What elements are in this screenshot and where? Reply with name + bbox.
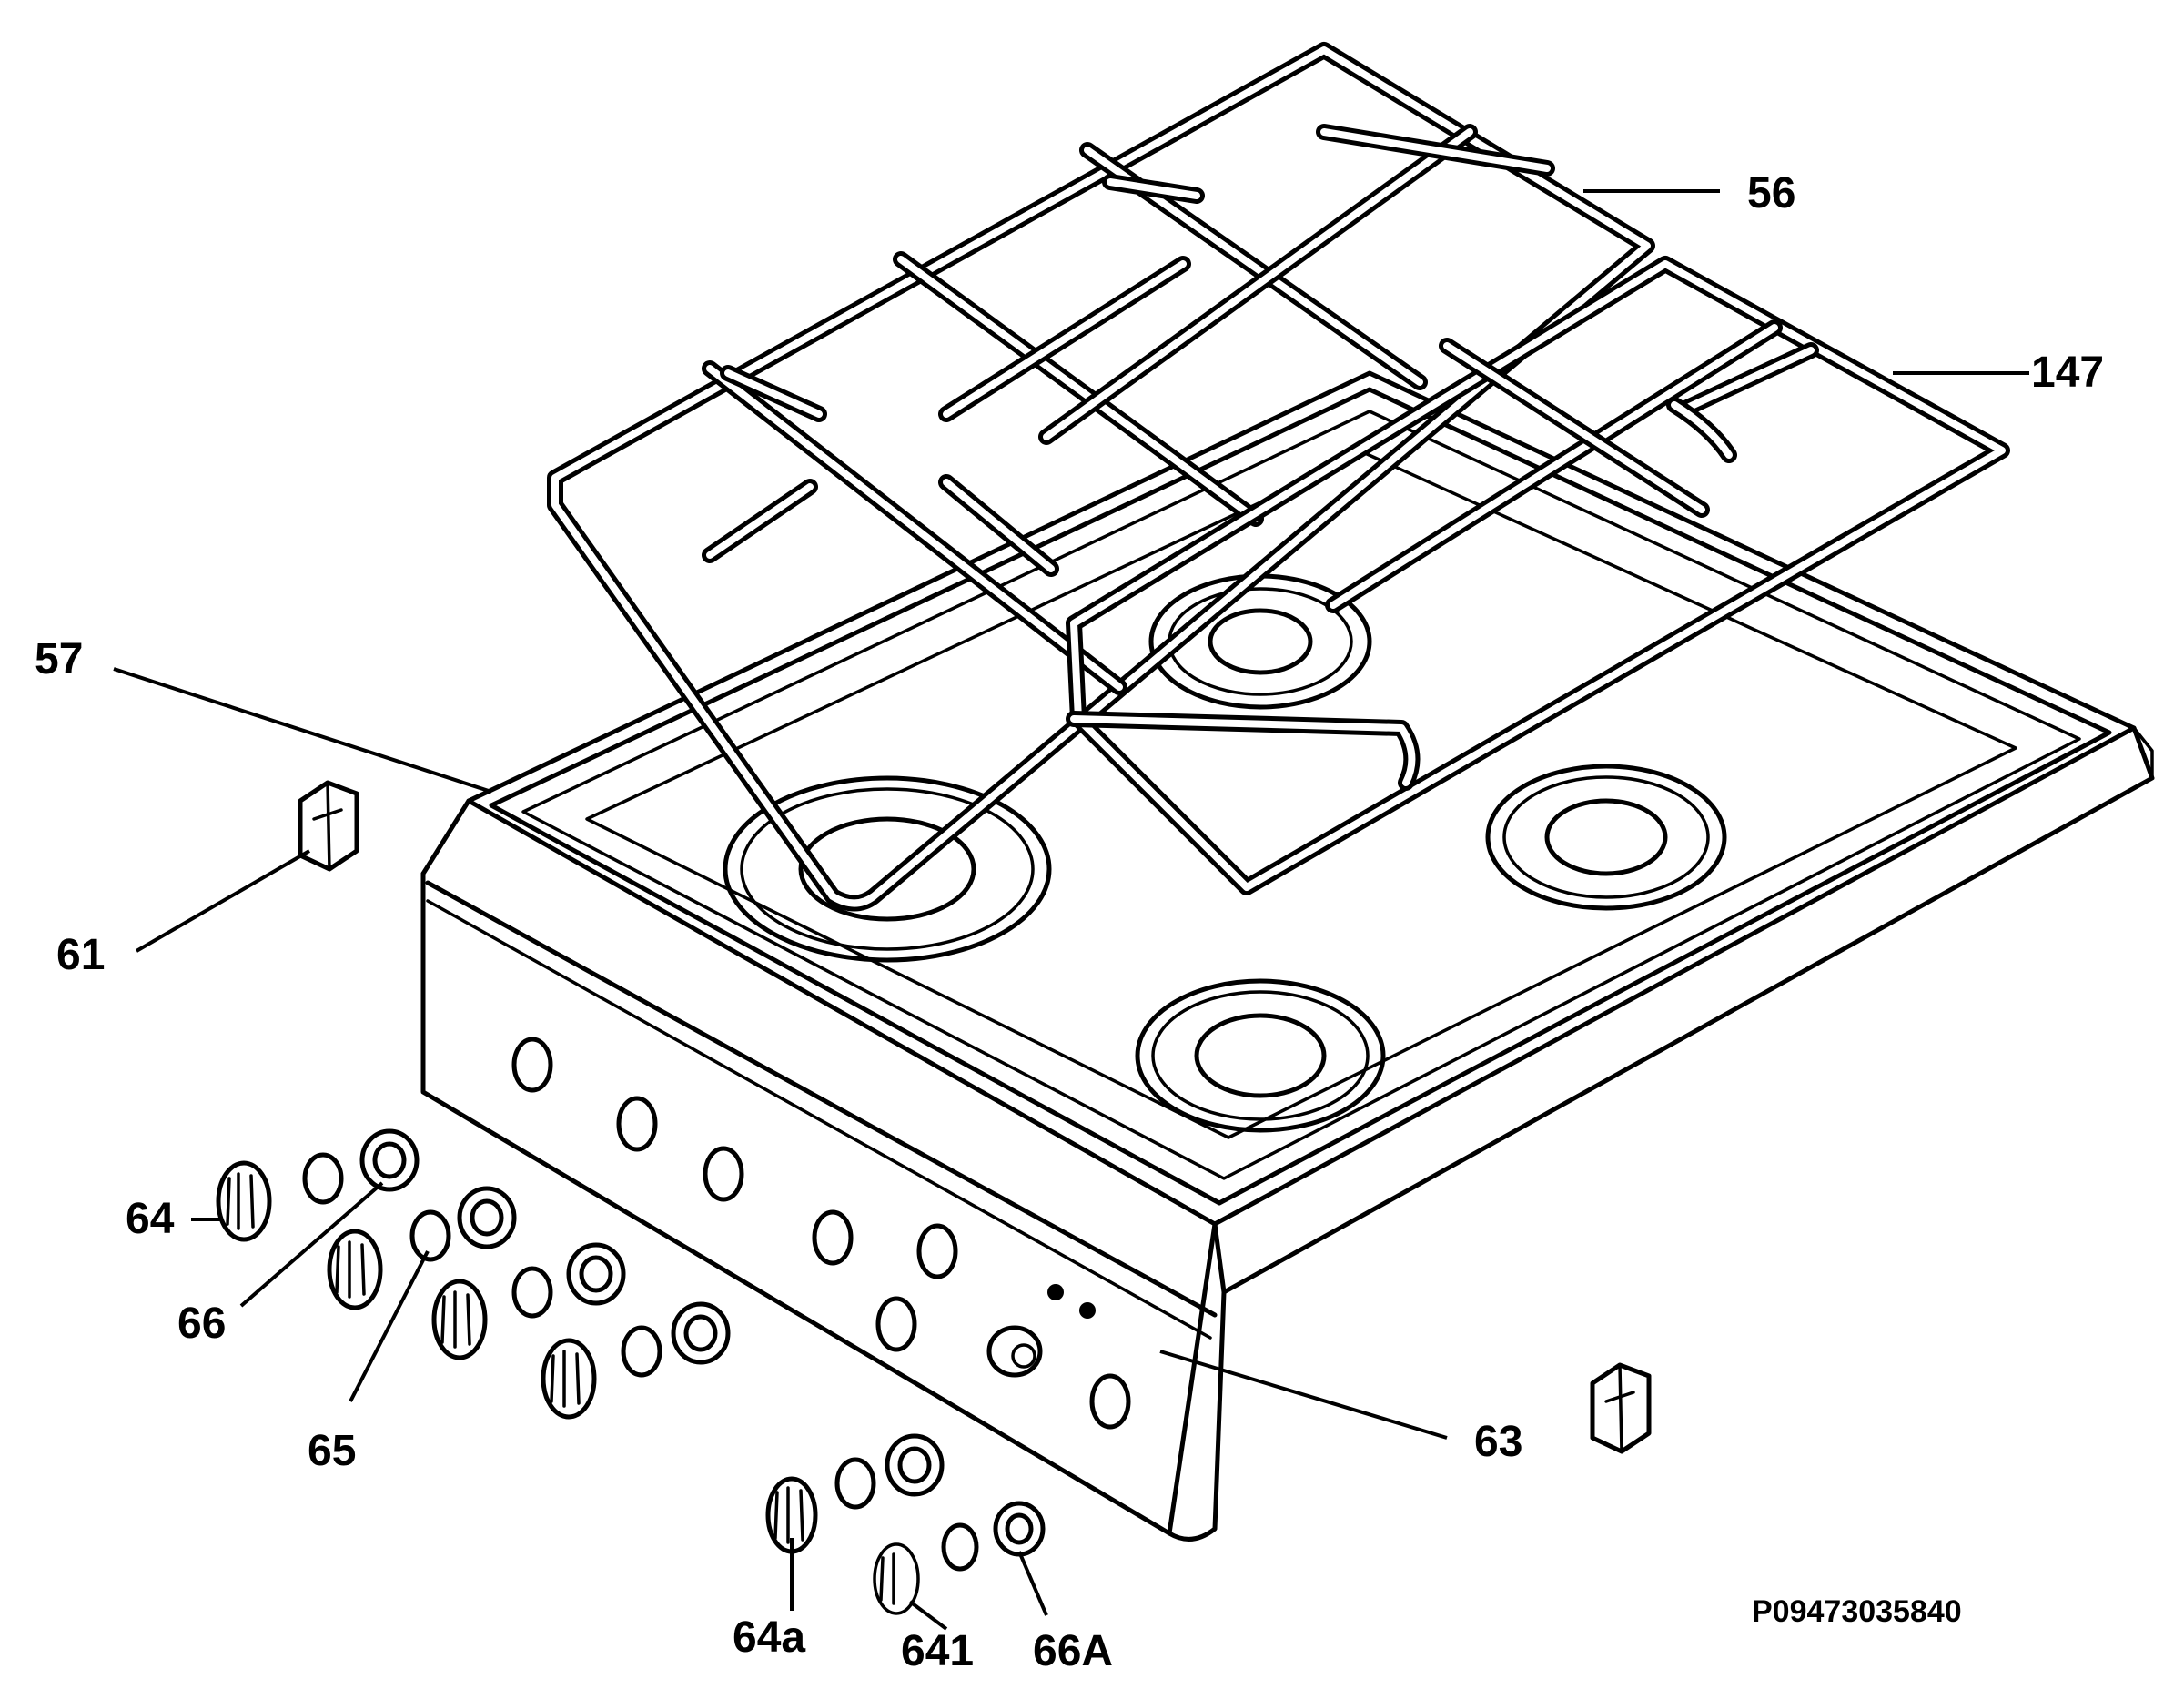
burner-front-left [723, 775, 1052, 963]
pan-support-147 [1066, 256, 2010, 895]
burner-front-center [1135, 978, 1386, 1133]
clip-61-left [298, 780, 359, 872]
drawing-code: P09473035840 [1752, 1594, 1962, 1629]
burner-right [1485, 764, 1727, 911]
knob-set-2 [327, 1186, 517, 1310]
knob-set-4 [541, 1301, 731, 1420]
label-64: 64 [126, 1195, 175, 1243]
control-panel-holes [511, 1037, 1131, 1430]
label-66A: 66A [1033, 1627, 1113, 1675]
burners [723, 573, 1727, 1133]
label-147: 147 [2031, 349, 2104, 397]
label-64a: 64a [733, 1613, 805, 1662]
knob-set-3 [431, 1242, 626, 1360]
leader-lines [113, 189, 2029, 1631]
knob-set-6 [873, 1501, 1046, 1615]
label-57: 57 [35, 635, 83, 683]
knob-set-5 [765, 1433, 945, 1554]
part-labels: 56 147 57 61 63 64 66 65 64a 641 66A P09… [35, 169, 2104, 1675]
knob-set-1 [216, 1128, 420, 1242]
label-56: 56 [1747, 169, 1795, 217]
label-66: 66 [177, 1300, 226, 1348]
label-65: 65 [308, 1427, 356, 1475]
label-61: 61 [56, 931, 105, 979]
label-63: 63 [1474, 1418, 1522, 1466]
pan-support-56 [547, 42, 1655, 912]
clip-right [1590, 1362, 1652, 1454]
label-641: 641 [901, 1627, 974, 1675]
hob-body [420, 370, 2155, 1542]
